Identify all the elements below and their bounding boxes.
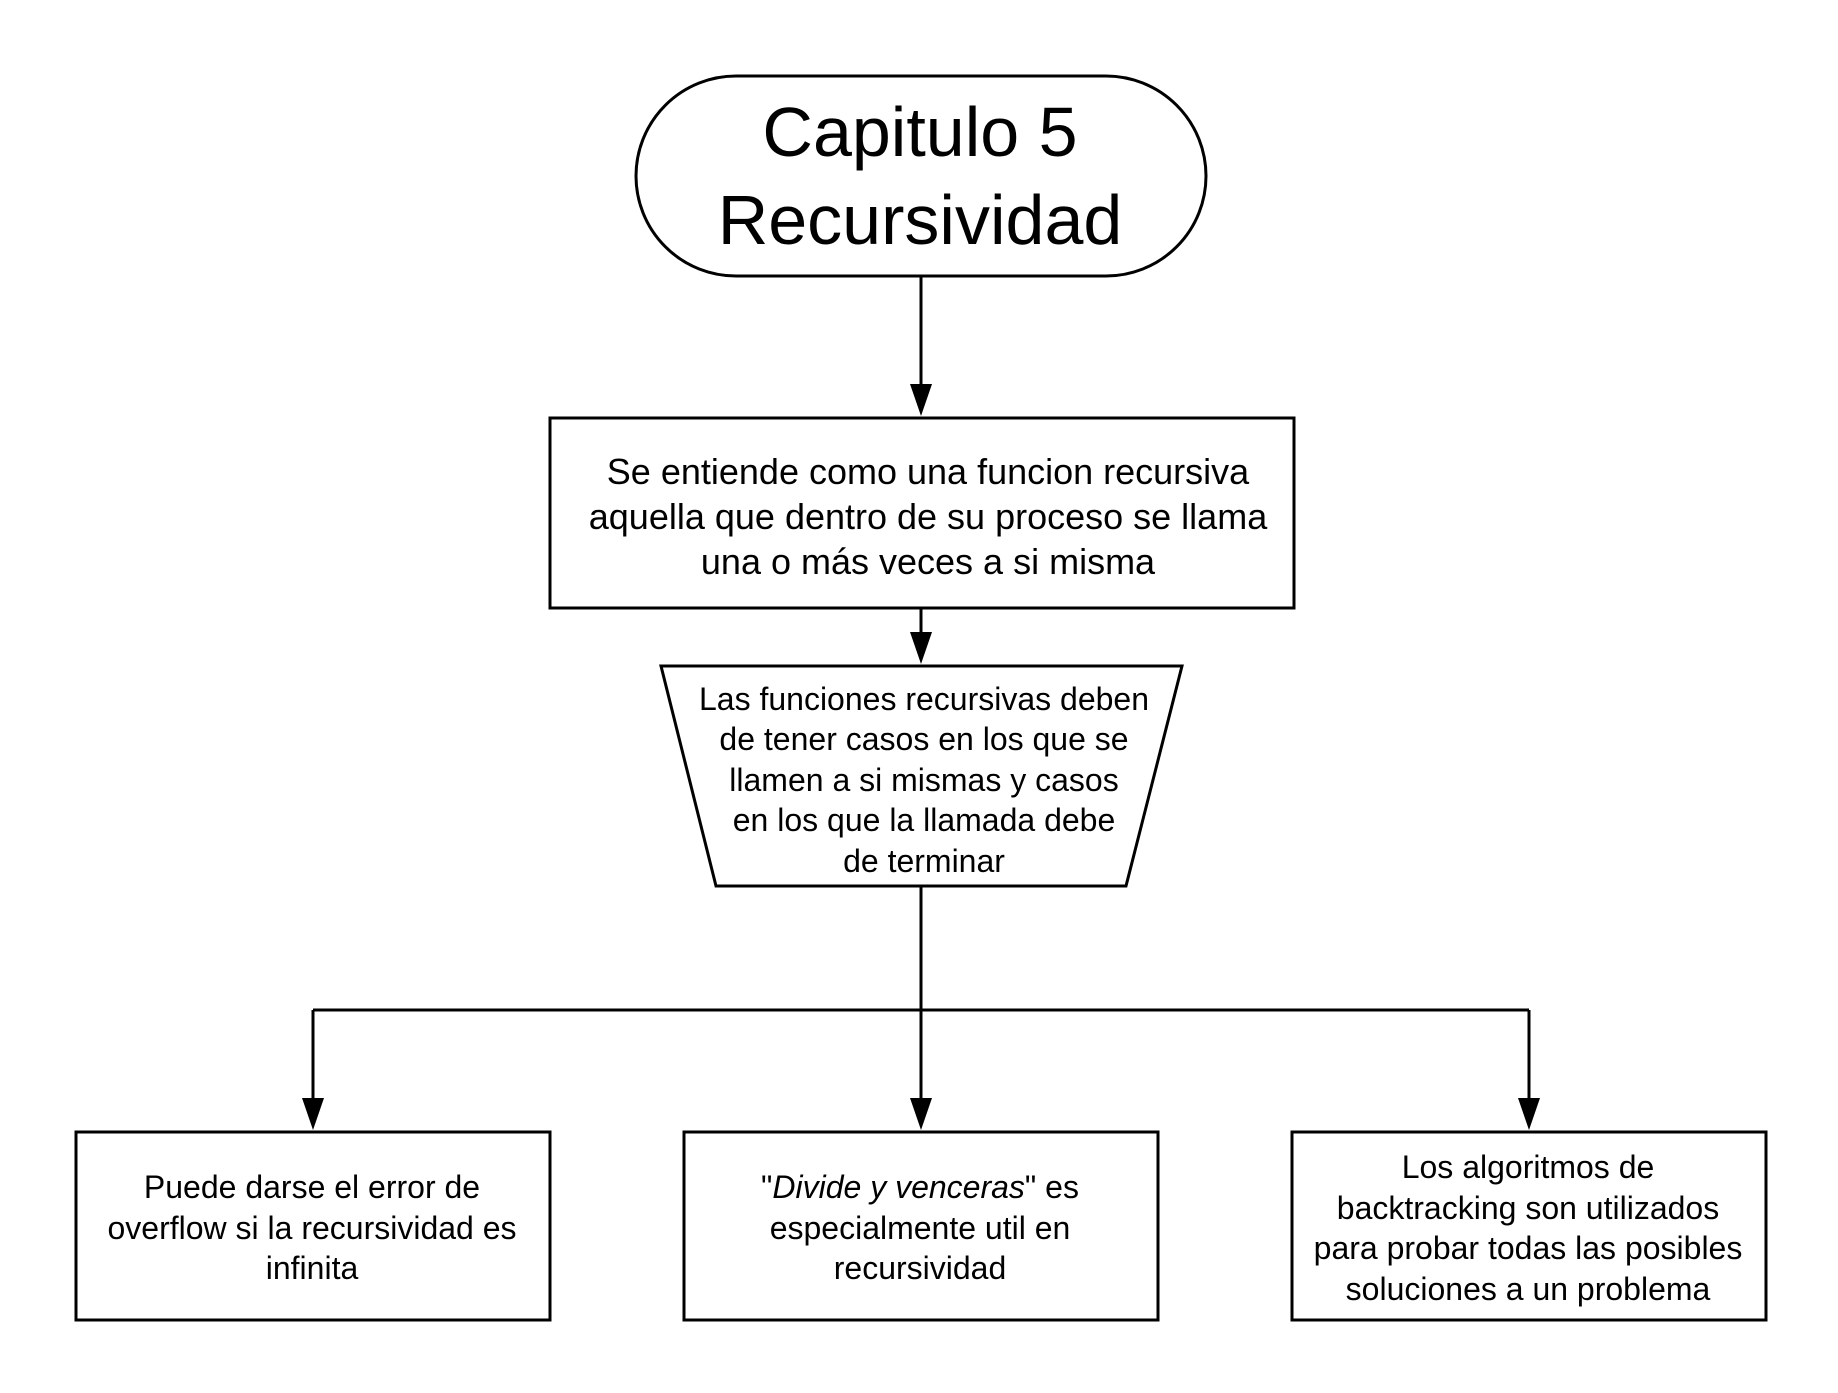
- backtracking-process-box[interactable]: [1290, 1130, 1768, 1322]
- arrowhead-to-overflow: [302, 1098, 324, 1130]
- definition-label: Se entiende como una funcion recursiva a…: [560, 424, 1296, 608]
- divide-quote-close: " es: [1024, 1169, 1079, 1206]
- arrowhead-to-backtracking: [1518, 1098, 1540, 1130]
- overflow-label: Puede darse el error de overflow si la r…: [80, 1138, 544, 1318]
- cases-line-1: Las funciones recursivas deben: [698, 680, 1150, 717]
- backtracking-line-1: Los algoritmos de: [1401, 1149, 1655, 1185]
- overflow-process-box[interactable]: [74, 1130, 552, 1322]
- cases-line-5: de terminar: [843, 842, 1005, 879]
- title-line-1: Capitulo 5: [762, 93, 1078, 171]
- divide-line-1: "Divide y venceras" es: [761, 1167, 1079, 1208]
- arrowhead-definition-to-cases: [910, 632, 932, 664]
- cases-line-4: en los que la llamada debe: [732, 802, 1116, 839]
- title-line-2: Recursividad: [717, 181, 1123, 259]
- divide-italic-phrase: Divide y venceras: [772, 1169, 1025, 1206]
- backtracking-label: Los algoritmos de backtracking son utili…: [1296, 1138, 1760, 1318]
- divide-label: "Divide y venceras" es especialmente uti…: [688, 1138, 1152, 1318]
- definition-process-box[interactable]: [548, 416, 1296, 610]
- cases-trapezoid-shape[interactable]: [659, 664, 1184, 888]
- overflow-line-2: overflow si la recursividad es: [107, 1209, 517, 1246]
- arrowhead-to-divide: [910, 1098, 932, 1130]
- definition-line-2: aquella que dentro de su proceso se llam…: [588, 495, 1268, 537]
- definition-line-1: Se entiende como una funcion recursiva: [606, 450, 1250, 492]
- overflow-line-1: Puede darse el error de: [143, 1169, 481, 1206]
- overflow-line-3: infinita: [265, 1250, 359, 1287]
- backtracking-line-4: soluciones a un problema: [1345, 1270, 1711, 1307]
- divide-line-2: especialmente util en: [769, 1209, 1071, 1246]
- cases-line-3: llamen a si mismas y casos: [729, 761, 1119, 798]
- cases-line-2: de tener casos en los que se: [719, 721, 1129, 758]
- backtracking-line-3: para probar todas las posibles: [1313, 1230, 1743, 1266]
- divide-quote-open: ": [761, 1169, 773, 1206]
- cases-label: Las funciones recursivas deben de tener …: [678, 672, 1170, 888]
- arrowhead-title-to-definition: [910, 384, 932, 416]
- divide-line-3: recursividad: [833, 1250, 1007, 1287]
- title-label: Capitulo 5 Recursividad: [640, 76, 1200, 276]
- definition-line-3: una o más veces a si misma: [700, 540, 1156, 582]
- backtracking-line-2: backtracking son utilizados: [1336, 1189, 1720, 1226]
- divide-process-box[interactable]: [682, 1130, 1160, 1322]
